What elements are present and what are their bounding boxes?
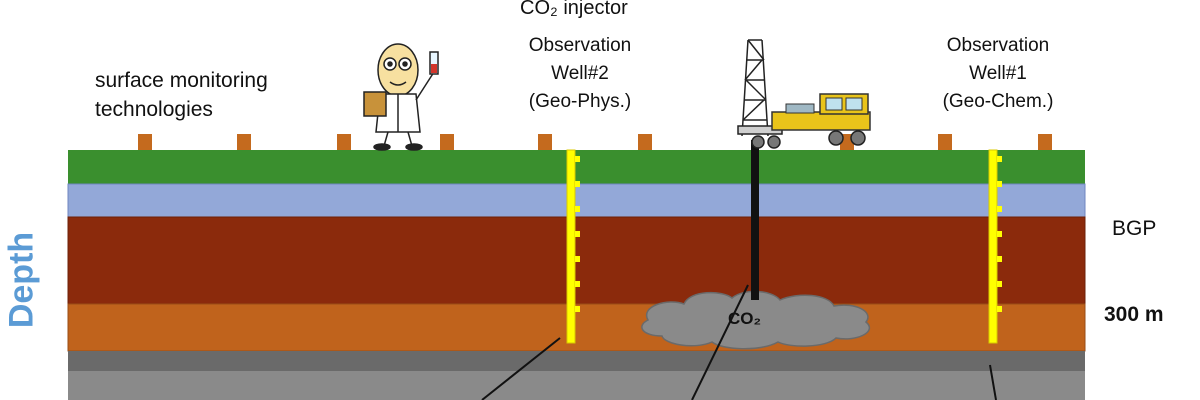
layer-ground — [68, 150, 1085, 184]
co2-plume-label: CO₂ — [728, 309, 762, 328]
truck-icon — [751, 93, 871, 149]
well2-line-1: Observation — [528, 35, 632, 56]
surface-monitoring-line-2: technologies — [95, 98, 213, 121]
co2-injector-label: CO₂ injector — [520, 0, 628, 19]
sensor-icon — [538, 134, 552, 150]
sensor-icon — [938, 134, 952, 150]
well2-line-3: (Geo-Phys.) — [528, 91, 632, 112]
well1-line-3: (Geo-Chem.) — [942, 91, 1054, 112]
sensor-icon — [638, 134, 652, 150]
observation-well-1 — [988, 149, 1002, 344]
injector-pipe — [751, 140, 759, 300]
sensor-icon — [237, 134, 251, 150]
observation-well-2-label: Observation Well#2 (Geo-Phys.) — [500, 32, 660, 116]
well1-line-1: Observation — [946, 35, 1050, 56]
bgp-label: BGP — [1112, 217, 1157, 240]
drilling-rig-icon — [737, 39, 783, 137]
layer-aquifer — [67, 183, 1086, 218]
co2-plume-icon — [641, 290, 870, 350]
surface-monitoring-line-1: surface monitoring — [95, 69, 268, 92]
depth-axis-text: Depth — [2, 231, 41, 329]
sensor-icon — [138, 134, 152, 150]
sensor-icon — [337, 134, 351, 150]
sensor-icon — [440, 134, 454, 150]
pointer-lines — [481, 284, 997, 400]
well2-line-2: Well#2 — [551, 63, 609, 84]
layer-basement — [68, 371, 1085, 400]
well1-line-2: Well#1 — [969, 63, 1027, 84]
surface-monitoring-label: surface monitoring technologies — [95, 66, 268, 124]
sensor-icon — [1038, 134, 1052, 150]
observation-well-1-label: Observation Well#1 (Geo-Chem.) — [918, 32, 1078, 116]
surface-sensors — [138, 134, 1052, 150]
observation-well-2 — [566, 149, 580, 344]
depth-300m-label: 300 m — [1104, 303, 1164, 326]
layer-caprock — [68, 351, 1085, 371]
scientist-icon — [363, 43, 439, 151]
